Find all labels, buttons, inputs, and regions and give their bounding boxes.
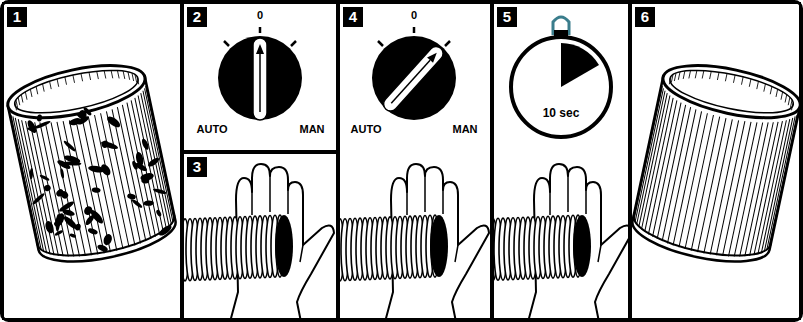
- dial-position: MAN: [299, 124, 324, 135]
- clean-filter: [631, 56, 800, 272]
- dial-position: 0: [411, 10, 417, 21]
- time-label: 10 sec: [543, 107, 580, 119]
- step-number: 1: [7, 7, 27, 27]
- dial-position: AUTO: [351, 124, 382, 135]
- selector-dial: [372, 27, 456, 120]
- step-panel: 6: [630, 2, 801, 320]
- step-number: 3: [187, 157, 207, 177]
- step-number: 2: [187, 7, 207, 27]
- step-number: 4: [343, 7, 363, 27]
- step-panel: 3: [182, 152, 338, 320]
- step-panel: 5: [492, 2, 630, 320]
- hand-hose: [493, 164, 629, 319]
- step-panel: 1: [2, 2, 182, 320]
- step-panel: 4: [338, 2, 492, 320]
- hand-hose: [183, 164, 334, 319]
- dirty-filter: [3, 56, 180, 272]
- dial-position: AUTO: [197, 124, 228, 135]
- stopwatch: [511, 17, 611, 137]
- step-number: 6: [635, 7, 655, 27]
- step-number: 5: [497, 7, 517, 27]
- selector-dial: [218, 27, 302, 120]
- dial-position: MAN: [452, 124, 477, 135]
- dial-position: 0: [257, 10, 263, 21]
- hand-hose: [339, 164, 489, 319]
